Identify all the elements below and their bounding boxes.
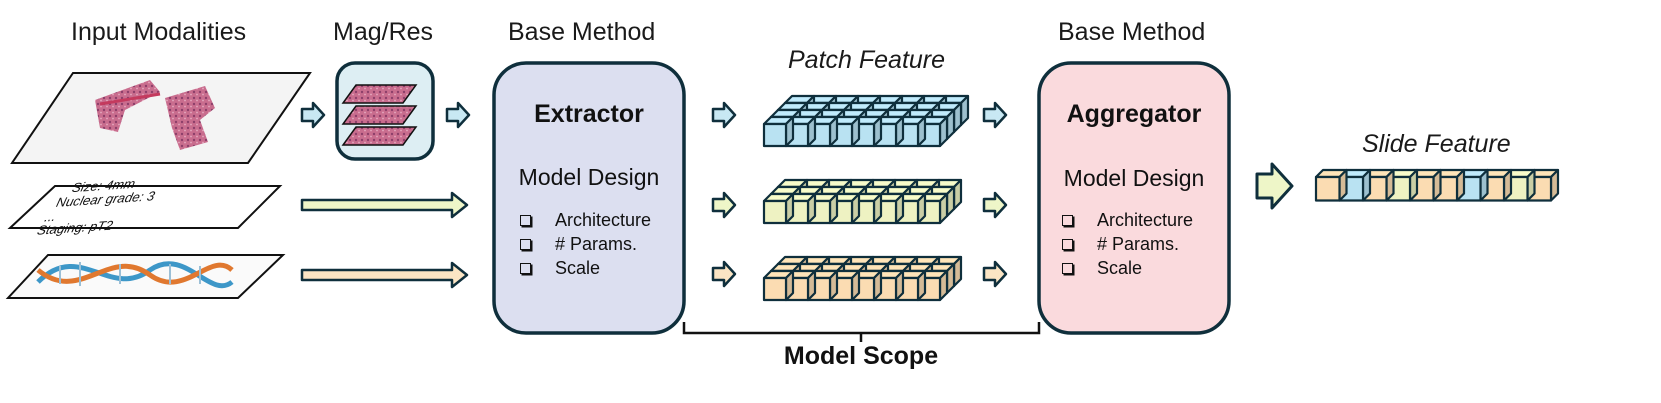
- arrow-icon: [982, 101, 1008, 129]
- feature-cube: [1314, 168, 1348, 202]
- checklist-label: Architecture: [1097, 210, 1194, 230]
- mag-res-box: [335, 61, 435, 161]
- checklist-label: Scale: [1097, 258, 1143, 278]
- extractor-title: Extractor: [534, 100, 644, 128]
- dna-helix-icon: [36, 261, 234, 289]
- arrow-icon: [711, 191, 737, 219]
- arrow-icon: [445, 101, 471, 129]
- checkbox-icon: [520, 262, 531, 274]
- patch-feature-stack-blue: [762, 94, 970, 148]
- aggregator-title: Aggregator: [1066, 100, 1202, 128]
- checklist-label: Architecture: [555, 210, 652, 230]
- aggregator-checklist: Architecture # Params. Scale: [1062, 208, 1193, 280]
- patch-feature-stack-green: [762, 178, 963, 225]
- extractor-checklist: Architecture # Params. Scale: [520, 208, 651, 280]
- clinical-metadata-card: Size: 4mm Nuclear grade: 3 ... Staging: …: [7, 176, 283, 238]
- extractor-subtitle: Model Design: [518, 164, 660, 190]
- checklist-item: Scale: [1062, 256, 1193, 280]
- header-base-method-right: Base Method: [1058, 18, 1206, 46]
- genomics-slide: [5, 254, 286, 299]
- checkbox-icon: [520, 238, 531, 250]
- checklist-item: # Params.: [520, 232, 651, 256]
- metadata-line-2: Nuclear grade: 3: [55, 189, 157, 210]
- aggregator-subtitle: Model Design: [1063, 165, 1205, 191]
- tissue-section: [95, 80, 160, 132]
- feature-cube: [762, 269, 795, 302]
- arrow-icon: [300, 101, 326, 129]
- checklist-label: Scale: [555, 258, 601, 278]
- checklist-item: Scale: [520, 256, 651, 280]
- arrow-icon: [711, 101, 737, 129]
- feature-cube: [762, 115, 795, 148]
- arrow-icon: [711, 260, 737, 288]
- header-base-method-left: Base Method: [508, 18, 656, 46]
- arrow-icon: [1255, 162, 1294, 210]
- metadata-line-1: Size: 4mm: [71, 176, 137, 195]
- feature-cube: [762, 192, 795, 225]
- arrow-icon: [982, 191, 1008, 219]
- metadata-line-4: Staging: pT2: [36, 218, 115, 238]
- checklist-item: # Params.: [1062, 232, 1193, 256]
- header-mag-res: Mag/Res: [333, 18, 434, 46]
- slide-feature-vector: [1314, 168, 1560, 202]
- stacked-patches-icon: [341, 84, 418, 146]
- checklist-label: # Params.: [1097, 234, 1180, 254]
- checkbox-icon: [1062, 238, 1073, 250]
- checkbox-icon: [1062, 214, 1073, 226]
- long-arrow-icon: [300, 261, 469, 289]
- long-arrow-icon: [300, 191, 469, 219]
- model-scope-bracket: [682, 322, 1041, 342]
- checklist-item: Architecture: [520, 208, 651, 232]
- metadata-line-3: ...: [43, 209, 58, 224]
- checklist-item: Architecture: [1062, 208, 1193, 232]
- header-input-modalities: Input Modalities: [71, 18, 247, 46]
- checkbox-icon: [1062, 262, 1073, 274]
- arrow-icon: [982, 260, 1008, 288]
- checkbox-icon: [520, 214, 531, 226]
- checklist-label: # Params.: [555, 234, 638, 254]
- model-scope-label: Model Scope: [783, 342, 939, 370]
- header-patch-feature: Patch Feature: [788, 46, 946, 74]
- extractor-box: [492, 61, 686, 335]
- header-slide-feature: Slide Feature: [1362, 130, 1511, 158]
- patch-feature-stack-orange: [762, 255, 963, 302]
- aggregator-box: [1037, 61, 1231, 335]
- wsi-slide: [10, 72, 312, 164]
